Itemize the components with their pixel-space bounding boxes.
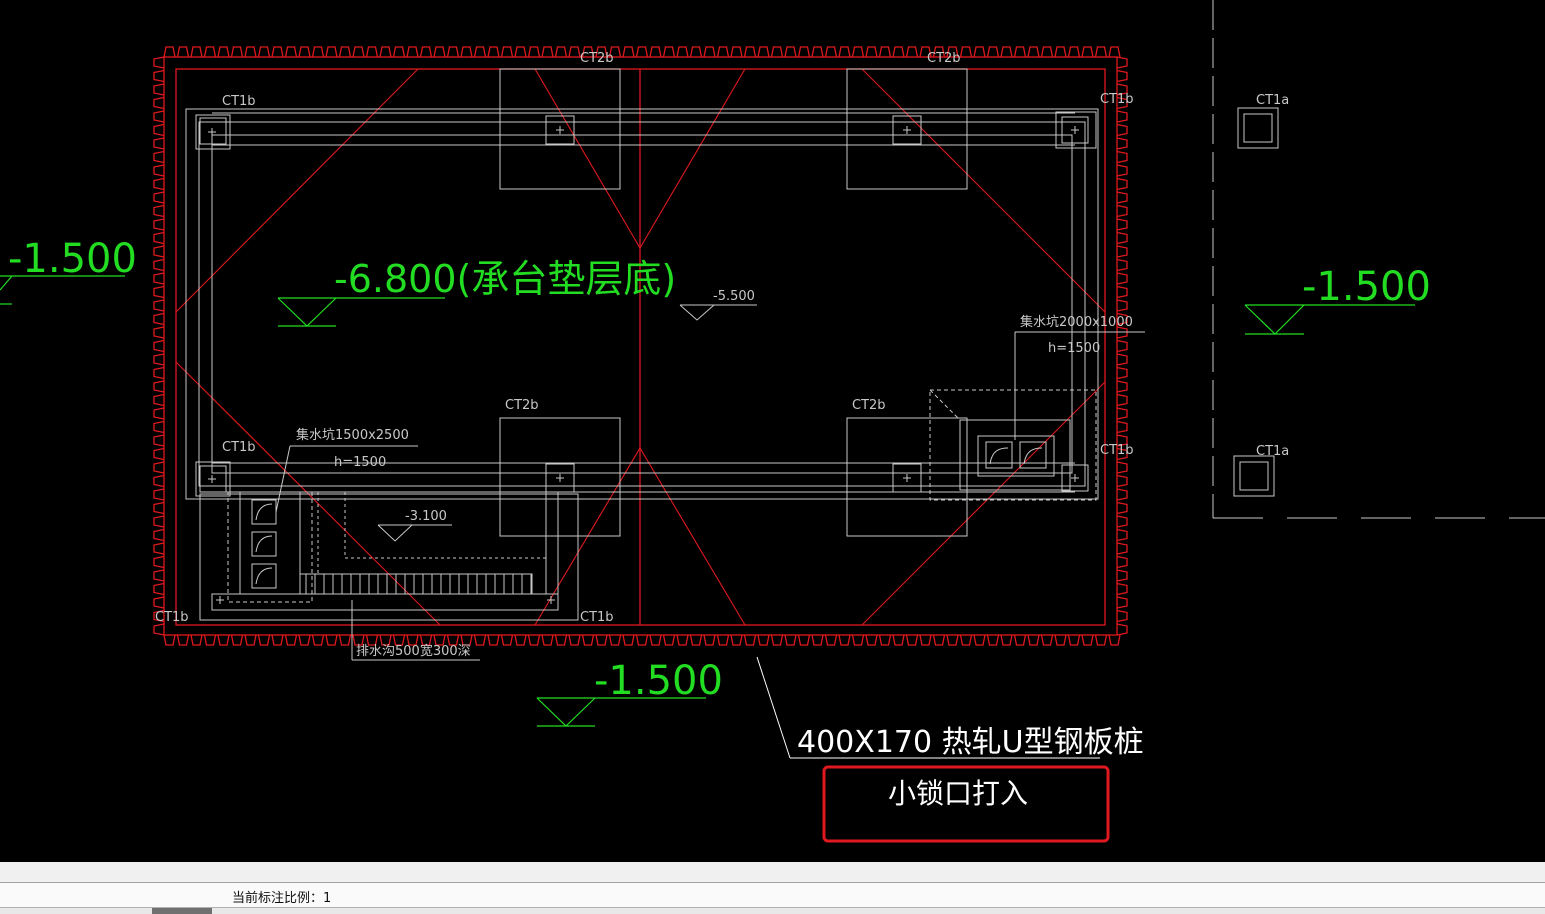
label-ct2b-top-right: CT2b bbox=[927, 51, 961, 66]
sump-left-size: 集水坑1500x2500 bbox=[296, 427, 409, 443]
elevation-sump-small: -3.100 bbox=[405, 509, 447, 524]
sump-pump-symbols bbox=[255, 447, 1043, 585]
label-ct1a-lower: CT1a bbox=[1256, 444, 1289, 459]
sump-left-depth: h=1500 bbox=[334, 455, 386, 470]
label-ct2b-mid-right: CT2b bbox=[852, 398, 886, 413]
elevation-pit-floor: -6.800(承台垫层底) bbox=[334, 257, 676, 301]
layout-tab-marker[interactable] bbox=[152, 908, 212, 914]
status-bottom-bar bbox=[0, 908, 1545, 914]
label-ct1b-mid-left: CT1b bbox=[222, 440, 256, 455]
elevation-bottom: -1.500 bbox=[594, 658, 723, 704]
pile-spec-text: 400X170 热轧U型钢板桩 bbox=[797, 725, 1144, 760]
label-ct1b-bottom-mid: CT1b bbox=[580, 610, 614, 625]
label-ct1b-top-left: CT1b bbox=[222, 94, 256, 109]
method-note-text: 小锁口打入 bbox=[888, 777, 1028, 810]
structure-outlines bbox=[185, 0, 1545, 661]
elevation-left-edge: -1.500 bbox=[8, 236, 137, 282]
highlight-box bbox=[822, 765, 1110, 843]
drain-ditch-label: 排水沟500宽300深 bbox=[356, 643, 471, 659]
elevation-symbols bbox=[0, 275, 1415, 727]
label-ct1b-top-right: CT1b bbox=[1100, 92, 1134, 107]
label-ct2b-mid-left: CT2b bbox=[505, 398, 539, 413]
status-bar: 当前标注比例：1 bbox=[0, 862, 1545, 914]
sump-right-depth: h=1500 bbox=[1048, 341, 1100, 356]
status-row: 当前标注比例：1 bbox=[0, 883, 1545, 908]
cad-drawing-canvas[interactable]: CT2b CT2b CT1b CT1b CT1b CT1b CT1b CT1b … bbox=[0, 0, 1545, 862]
sump-right-size: 集水坑2000x1000 bbox=[1020, 314, 1133, 330]
elevation-right-side: -1.500 bbox=[1302, 264, 1431, 310]
label-ct1a-upper: CT1a bbox=[1256, 93, 1289, 108]
annotation-scale-label: 当前标注比例：1 bbox=[232, 891, 332, 906]
label-ct2b-top-left: CT2b bbox=[580, 51, 614, 66]
status-strip bbox=[0, 862, 1545, 883]
small-elevation-symbols bbox=[377, 304, 757, 542]
label-ct1b-mid-right: CT1b bbox=[1100, 443, 1134, 458]
label-ct1b-bottom-left: CT1b bbox=[155, 610, 189, 625]
ditch-hatch bbox=[305, 574, 532, 594]
pile-markers bbox=[208, 126, 1079, 604]
sheet-pile-wall bbox=[153, 46, 1128, 646]
elevation-center-small: -5.500 bbox=[713, 289, 755, 304]
pile-spec-leader bbox=[756, 656, 1100, 759]
